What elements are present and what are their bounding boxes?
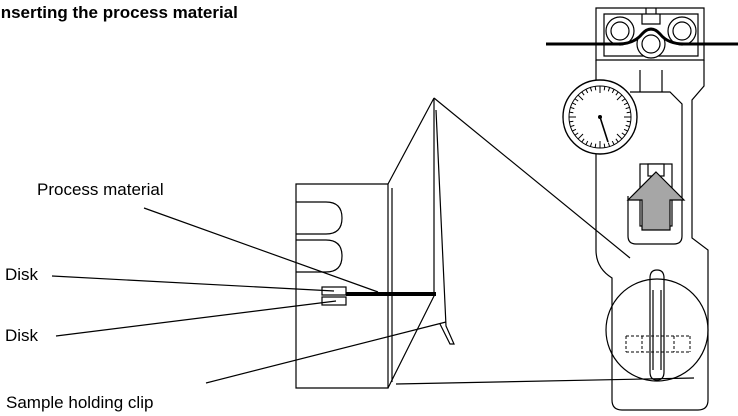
gauge-tick <box>626 120 631 123</box>
magnifier-cone-bottom <box>395 377 695 385</box>
label-sample-holding-clip: Sample holding clip <box>6 393 153 412</box>
gauge-tick <box>603 86 606 91</box>
gauge-tick <box>574 132 579 136</box>
label-disk-lower: Disk <box>5 326 39 345</box>
gauge-tick <box>589 87 593 92</box>
gauge-tick <box>611 140 615 145</box>
sample-holding-clip <box>435 109 455 345</box>
gauge-tick <box>626 111 631 114</box>
gauge-tick <box>603 143 606 148</box>
gauge-tick <box>577 94 584 101</box>
gauge-tick <box>615 91 619 96</box>
label-process-material: Process material <box>37 180 164 199</box>
gauge-tick <box>621 98 626 102</box>
gauge-tick <box>569 111 574 114</box>
leader-disk-lower <box>55 300 337 337</box>
dashed-mechanism <box>625 335 691 353</box>
gauge-tick <box>585 89 589 94</box>
gauge-tick <box>569 120 574 123</box>
gauge-tick <box>616 94 623 101</box>
leader-process-material <box>143 207 379 293</box>
label-disk-upper: Disk <box>5 265 39 284</box>
gauge-tick <box>594 86 597 91</box>
gauge-tick <box>572 102 577 106</box>
gauge-tick <box>585 140 589 145</box>
gauge-tick <box>621 132 626 136</box>
gauge-tick <box>574 98 579 102</box>
gauge-icon <box>562 79 638 155</box>
gauge-tick <box>572 128 577 132</box>
gauge-tick <box>607 87 611 92</box>
gauge-tick <box>570 106 575 110</box>
process-material-upper-line <box>546 27 738 46</box>
gauge-tick <box>616 133 623 140</box>
leader-lines <box>51 207 447 384</box>
gauge-tick <box>577 133 584 140</box>
holder-plate <box>387 97 435 389</box>
up-arrow-icon <box>626 171 686 231</box>
magnifier-cone-top <box>433 97 631 259</box>
gauge-tick <box>623 128 628 132</box>
gauge-needle <box>599 116 609 143</box>
gauge-tick <box>625 106 630 110</box>
leader-disk-upper <box>51 275 335 292</box>
gauge-tick <box>611 89 615 94</box>
gauge-tick <box>570 124 575 128</box>
gauge-tick <box>623 102 628 106</box>
magnifier-circle <box>605 278 709 382</box>
leader-sample-holding-clip <box>205 321 447 384</box>
instrument-body <box>595 60 709 411</box>
gauge-tick <box>607 142 611 147</box>
gauge-tick <box>625 124 630 128</box>
gauge-tick <box>615 138 619 143</box>
slot <box>649 269 665 381</box>
gauge-tick <box>594 143 597 148</box>
gauge-tick <box>581 91 585 96</box>
diagram-title: Inserting the process material <box>0 3 238 22</box>
gauge-tick <box>589 142 593 147</box>
gauge-tick <box>581 138 585 143</box>
